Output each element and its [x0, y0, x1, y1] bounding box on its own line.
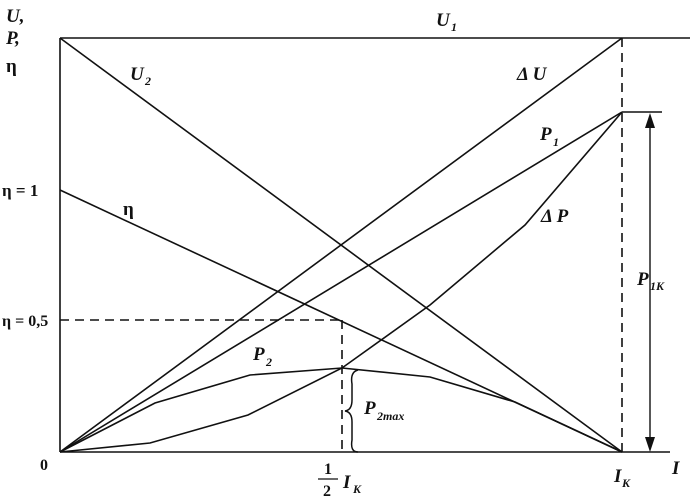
eta-label: η	[123, 199, 134, 220]
p2-label: P	[252, 344, 265, 365]
p1k-sub: 1K	[650, 279, 665, 293]
p2-curve	[59, 367, 623, 453]
delta-u-line	[59, 37, 623, 453]
y-axis-label-eta: η	[6, 56, 17, 77]
y-axis-label-u: U,	[6, 6, 24, 27]
p2max-sub: 2max	[376, 409, 404, 423]
half-fraction-denominator: 2	[323, 483, 331, 500]
eta-one-label: η = 1	[2, 181, 38, 200]
delta-p-label: Δ P	[540, 206, 569, 227]
y-axis-label-p: P,	[5, 28, 20, 49]
u2-sub: 2	[144, 74, 151, 88]
half-fraction-numerator: 1	[324, 461, 332, 478]
p1-sub: 1	[553, 135, 559, 149]
ik-sub: K	[621, 476, 631, 490]
p1k-arrow-head-top	[645, 113, 655, 128]
u1-sub: 1	[451, 20, 457, 34]
p1-label: P	[539, 124, 552, 145]
delta-u-label: Δ U	[516, 64, 548, 85]
p1k-label: P	[636, 269, 649, 290]
origin-label: 0	[40, 457, 48, 474]
p1-line	[59, 111, 623, 453]
half-ik-label: I	[342, 472, 351, 493]
eta-half-label: η = 0,5	[2, 313, 48, 330]
p2-sub: 2	[265, 355, 272, 369]
p2max-label: P	[363, 398, 376, 419]
u2-label: U	[130, 64, 145, 85]
p1k-arrow-head-bottom	[645, 437, 655, 452]
ik-label: I	[613, 466, 622, 487]
p2max-brace	[344, 369, 359, 453]
u1-label: U	[436, 10, 451, 31]
x-axis-label: I	[671, 458, 680, 479]
half-ik-sub: K	[352, 482, 362, 496]
